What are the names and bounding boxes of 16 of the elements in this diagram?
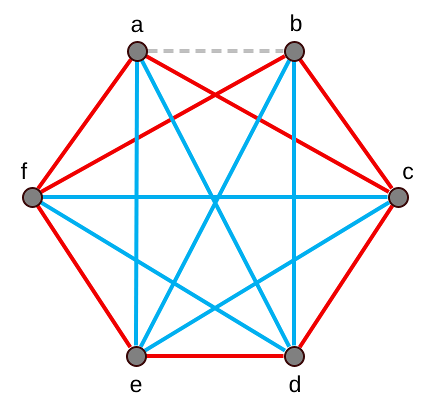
- vertex-label: e: [130, 373, 142, 396]
- connector-line: [36, 58, 133, 190]
- vertex-label: a: [130, 13, 144, 36]
- connector-line: [292, 62, 296, 346]
- connector-line: [298, 204, 394, 348]
- connector-line: [134, 62, 139, 346]
- vertex-label: f: [20, 160, 28, 183]
- connector-line: [146, 354, 284, 358]
- connector-line: [145, 54, 390, 194]
- vertex-label: d: [288, 373, 302, 396]
- connector-line: [40, 54, 286, 194]
- dashed-line: [148, 49, 284, 53]
- vertex-label: c: [402, 160, 414, 183]
- connector-line: [298, 58, 394, 190]
- connector-line: [42, 195, 388, 199]
- vertex-label: b: [290, 12, 302, 35]
